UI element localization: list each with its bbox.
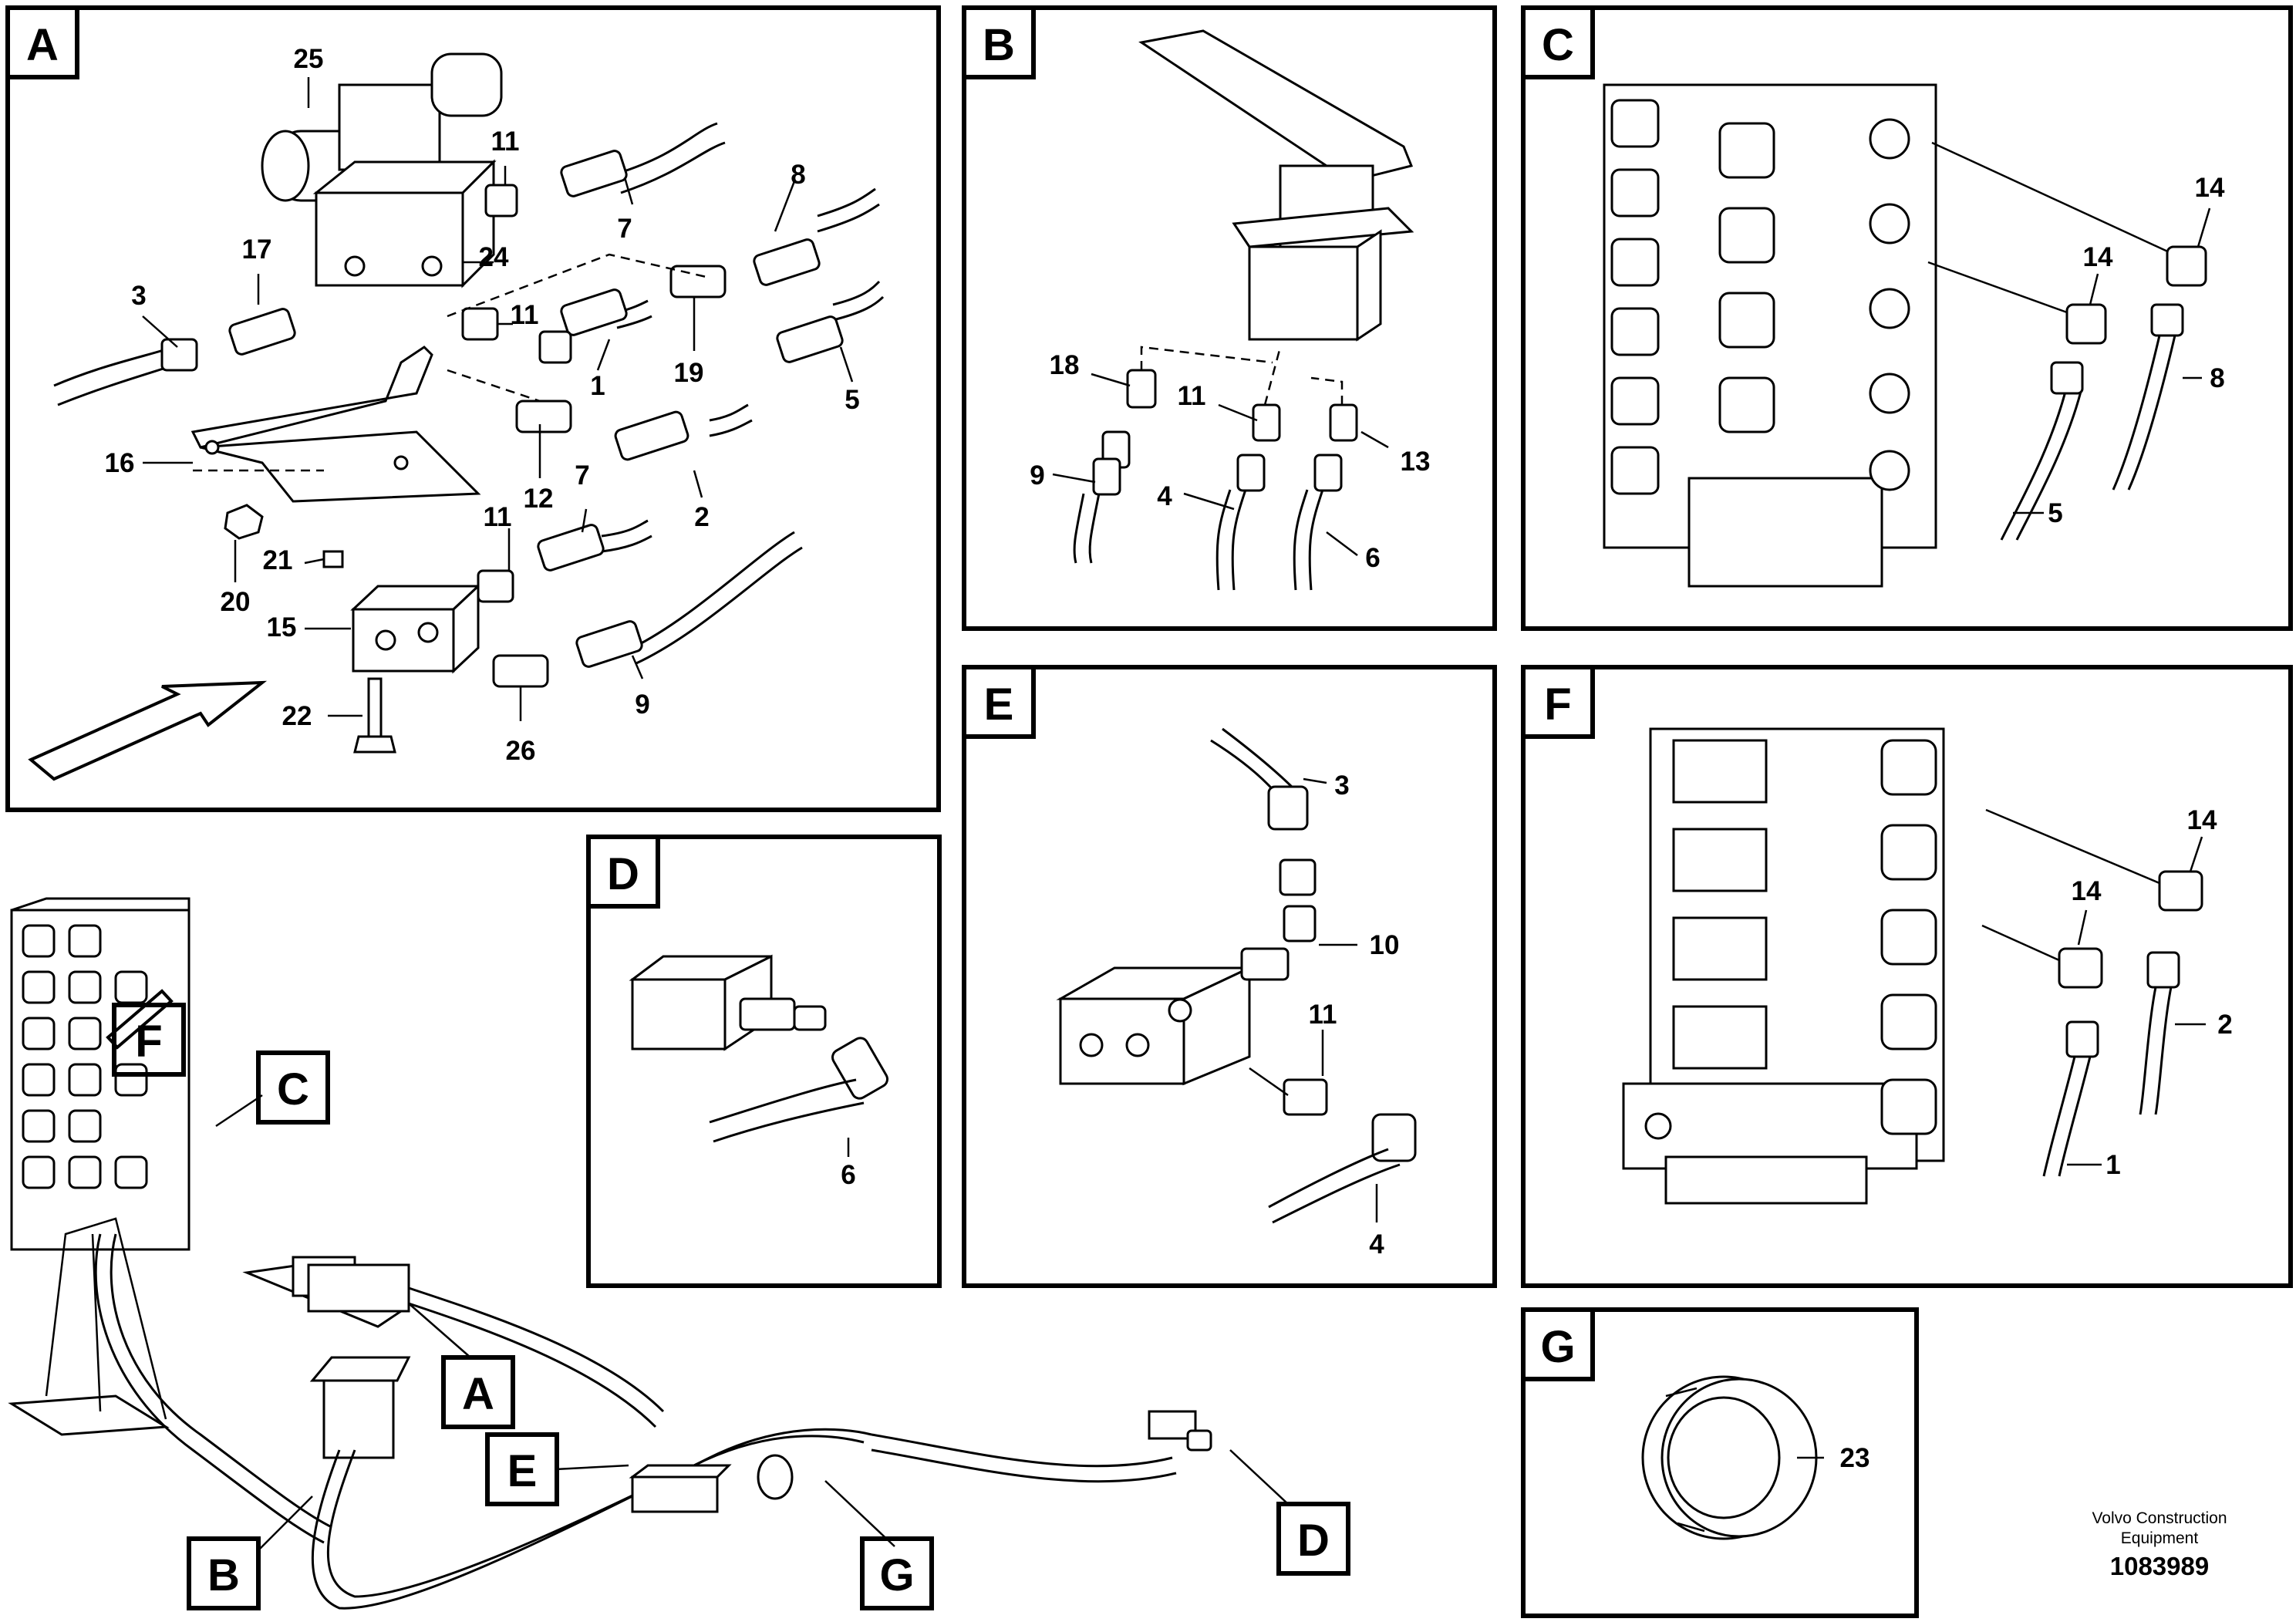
callout: 24 [479, 242, 509, 272]
ref-label: F [135, 1017, 162, 1067]
callout: 22 [282, 701, 312, 731]
callout: 18 [1050, 350, 1080, 380]
ref-label: B [207, 1550, 240, 1600]
credit-block: Volvo Construction Equipment 1083989 [2092, 1509, 2227, 1580]
ref-a: A [408, 1303, 515, 1429]
panel-f-letter: F [1544, 679, 1571, 730]
ref-label: G [879, 1550, 914, 1600]
callout: 21 [263, 545, 293, 575]
panel-f: F [1521, 665, 2293, 1288]
callout: 14 [2187, 805, 2217, 835]
callout: 11 [511, 300, 539, 330]
nut [224, 504, 264, 540]
solenoid-valve [261, 52, 503, 288]
panel-b: B 18 11 13 9 4 6 [962, 5, 1497, 631]
panel-g-letter: G [1540, 1322, 1575, 1372]
callout: 16 [105, 448, 135, 478]
panel-d-letter: D [607, 849, 639, 899]
callout: 1 [590, 371, 605, 401]
panel-d: D 6 [586, 835, 942, 1288]
callout: 11 [1178, 381, 1206, 411]
callout: 2 [694, 502, 709, 532]
callout: 14 [2083, 242, 2113, 272]
part-number: 1083989 [2110, 1552, 2209, 1580]
callout: 9 [1030, 460, 1044, 491]
callout: 8 [791, 160, 805, 190]
foot-pedal-valve [1138, 29, 1414, 342]
panel-a: A [5, 5, 941, 812]
callout: 7 [617, 214, 632, 244]
callout: 26 [506, 736, 536, 766]
ref-label: D [1297, 1516, 1330, 1566]
callout: 4 [1157, 481, 1172, 511]
callout: 2 [2217, 1010, 2232, 1040]
panel-g: G 23 [1521, 1307, 1919, 1618]
callout: 20 [221, 587, 251, 617]
callout: 3 [1334, 771, 1349, 801]
bolt [367, 677, 383, 742]
callout: 11 [484, 502, 512, 532]
callout: 14 [2195, 173, 2225, 203]
callout: 12 [524, 484, 554, 514]
panel-b-letter: B [983, 20, 1015, 70]
ref-g: G [824, 1480, 934, 1610]
ref-label: A [462, 1369, 494, 1419]
control-valve-bank [1603, 83, 1937, 588]
panel-e: E 3 10 11 4 [962, 665, 1497, 1288]
panel-e-letter: E [984, 679, 1014, 730]
credit-line-2: Equipment [2121, 1529, 2199, 1547]
callout: 11 [1309, 1000, 1337, 1030]
callout: 19 [674, 358, 704, 388]
panel-c-letter: C [1542, 20, 1574, 70]
ref-f: F [106, 989, 186, 1077]
callout: 17 [242, 234, 272, 265]
machine-overview: F C A E B G D [8, 897, 1350, 1610]
ref-d: D [1229, 1449, 1350, 1576]
callout: 5 [2048, 498, 2062, 528]
screw [322, 550, 344, 568]
control-valve-bank [1622, 727, 1945, 1205]
callout: 4 [1369, 1229, 1384, 1259]
ref-b: B [187, 1496, 313, 1610]
ref-e: E [485, 1432, 629, 1506]
callout: 14 [2072, 876, 2102, 906]
callout: 9 [635, 690, 649, 720]
callout: 10 [1370, 930, 1400, 960]
bolt-head [353, 735, 396, 754]
callout: 15 [267, 612, 297, 642]
panel-a-letter: A [26, 20, 59, 70]
callout: 23 [1840, 1443, 1870, 1473]
callout: 7 [575, 460, 589, 491]
callout: 11 [491, 126, 520, 157]
ref-label: C [277, 1064, 309, 1114]
callout: 8 [2210, 363, 2224, 393]
callout: 1 [2106, 1150, 2120, 1180]
mounting-bracket [190, 346, 481, 503]
ref-c: C [215, 1050, 330, 1128]
callout: 3 [131, 281, 146, 311]
grommet [1641, 1375, 1818, 1540]
callout: 13 [1401, 447, 1431, 477]
distribution-block [350, 583, 481, 674]
callout: 5 [845, 385, 859, 415]
ref-label: E [507, 1446, 538, 1496]
callout: 6 [1365, 543, 1380, 573]
direction-arrow [28, 680, 268, 781]
callout: 6 [841, 1160, 855, 1190]
callout: 25 [294, 44, 324, 74]
panel-c: C [1521, 5, 2293, 631]
credit-line-1: Volvo Construction [2092, 1509, 2227, 1527]
